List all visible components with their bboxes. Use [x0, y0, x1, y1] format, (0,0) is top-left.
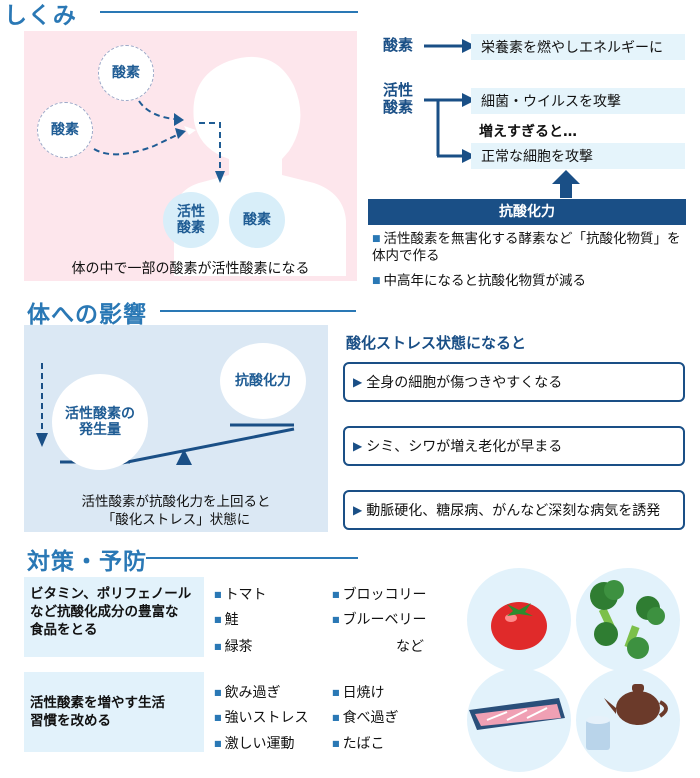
habit-item: たばこ	[332, 733, 385, 753]
habit-item: 飲み過ぎ	[214, 682, 281, 702]
food-item: ブルーベリー	[332, 609, 427, 629]
flow-arrows	[424, 39, 476, 163]
section-title-eikyo: 体への影響	[27, 302, 147, 328]
active-oxygen-bubble: 活性 酸素	[163, 192, 219, 248]
teapot-icon	[586, 684, 668, 750]
food-item: トマト	[214, 584, 267, 604]
food-item: 鮭	[214, 609, 239, 629]
stress-title: 酸化ストレス状態になると	[346, 334, 527, 352]
tomato-icon	[491, 602, 547, 650]
habit-item: 日焼け	[332, 682, 385, 702]
food-etc: など	[396, 639, 424, 655]
flow-oxygen-label: 酸素	[382, 36, 413, 54]
section-divider	[146, 557, 358, 559]
habit-item: 強いストレス	[214, 707, 309, 727]
oxygen-bubble-lung: 酸素	[229, 192, 285, 248]
triangle-icon: ▶	[353, 439, 363, 453]
active-oxygen-amount-bubble: 活性酸素の 発生量	[52, 374, 148, 470]
flow-too-much: 増えすぎると…	[479, 124, 577, 140]
balance-caption-1: 活性酸素が抗酸化力を上回ると	[81, 494, 271, 510]
stress-effect-3: ▶動脈硬化、糖尿病、がんなど深刻な病気を誘発	[343, 490, 685, 530]
antioxidant-up-arrow	[552, 170, 580, 198]
flow-active-effect: 細菌・ウイルスを攻撃	[471, 88, 685, 114]
balance-caption-2: 「酸化ストレス」状態に	[101, 512, 251, 528]
stress-effect-1: ▶全身の細胞が傷つきやすくなる	[343, 362, 685, 402]
category-lifestyle: 活性酸素を増やす生活 習慣を改める	[24, 672, 204, 752]
antioxidant-note-2: 中高年になると抗酸化物質が減る	[372, 269, 587, 289]
mechanism-caption: 体の中で一部の酸素が活性酸素になる	[71, 261, 310, 277]
category-antioxidant-food: ビタミン、ポリフェノール など抗酸化成分の豊富な 食品をとる	[24, 577, 204, 657]
habit-item: 激しい運動	[214, 733, 295, 753]
green-tea-illustration	[576, 668, 680, 772]
stress-effect-2: ▶シミ、シワが増え老化が早まる	[343, 426, 685, 466]
tomato-illustration	[467, 568, 571, 672]
antioxidant-bubble: 抗酸化力	[220, 343, 306, 419]
salmon-icon	[469, 698, 565, 730]
oxygen-bubble-top: 酸素	[98, 45, 154, 101]
section-title-taisaku: 対策・予防	[27, 549, 147, 575]
flow-active-oxygen-label: 活性 酸素	[382, 81, 413, 117]
food-item: 緑茶	[214, 636, 253, 656]
antioxidant-bar: 抗酸化力	[368, 199, 686, 225]
food-item: ブロッコリー	[332, 584, 427, 604]
salmon-illustration	[467, 668, 571, 772]
flow-attack-cells: 正常な細胞を攻撃	[471, 143, 685, 169]
flow-oxygen-effect: 栄養素を燃やしエネルギーに	[471, 34, 685, 60]
habit-item: 食べ過ぎ	[332, 707, 399, 727]
section-divider	[160, 310, 356, 312]
airflow-arrows	[93, 100, 225, 183]
triangle-icon: ▶	[353, 503, 363, 517]
broccoli-illustration	[576, 568, 680, 672]
triangle-icon: ▶	[353, 375, 363, 389]
oxygen-bubble-left: 酸素	[37, 102, 93, 158]
section-title-shikumi: しくみ	[4, 3, 77, 29]
broccoli-icon	[590, 580, 665, 659]
section-divider	[100, 11, 358, 13]
antioxidant-note-1: 活性酸素を無害化する酵素など「抗酸化物質」を体内で作る	[372, 231, 690, 265]
